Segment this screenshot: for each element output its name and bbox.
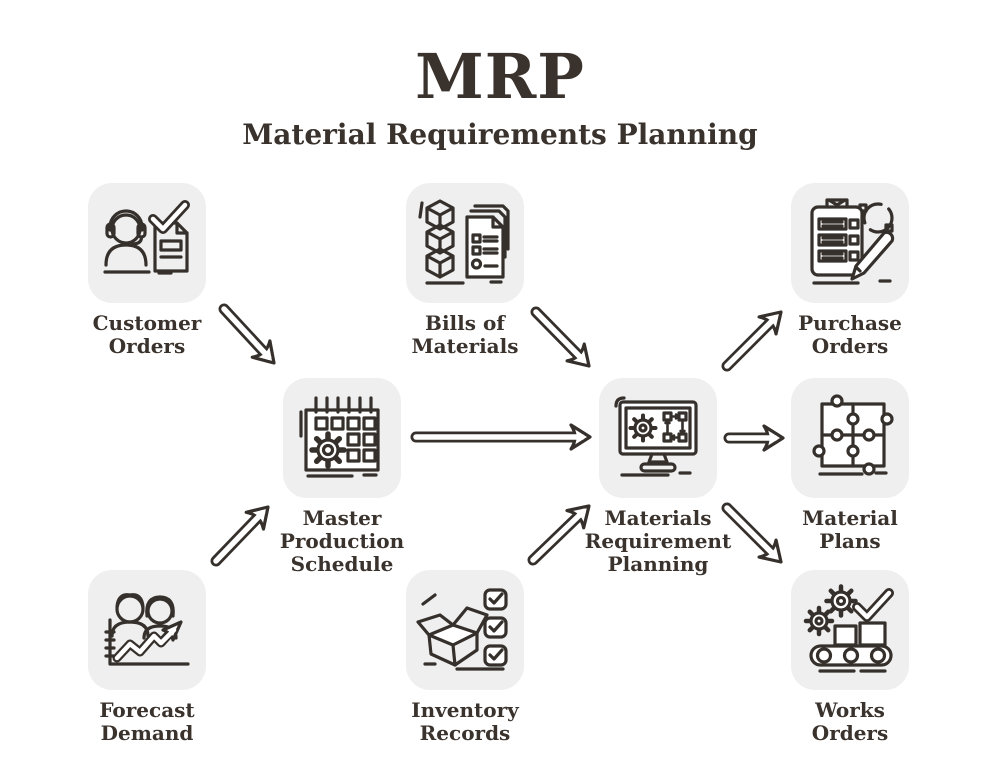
works-orders-box <box>791 570 909 690</box>
node-inventory-records: Inventory Records <box>375 570 555 745</box>
inventory-records-box <box>406 570 524 690</box>
node-materials-requirement-planning: Materials Requirement Planning <box>568 378 748 576</box>
node-bills-of-materials: Bills of Materials <box>375 183 555 358</box>
clipboard-pen-target-icon <box>810 198 895 285</box>
bills-of-materials-label: Bills of Materials <box>411 311 519 358</box>
open-box-checklist-icon <box>416 588 508 671</box>
customer-orders-box <box>88 183 206 303</box>
materials-requirement-planning-label: Materials Requirement Planning <box>584 506 732 576</box>
node-master-production-schedule: Master Production Schedule <box>252 378 432 576</box>
arrow-master-production-schedule-to-materials-requirement-planning <box>410 423 592 451</box>
inventory-records-label: Inventory Records <box>411 698 519 745</box>
master-production-schedule-label: Master Production Schedule <box>279 506 405 576</box>
page-subtitle: Material Requirements Planning <box>242 118 758 151</box>
node-forecast-demand: Forecast Demand <box>57 570 237 745</box>
purchase-orders-box <box>791 183 909 303</box>
master-production-schedule-box <box>283 378 401 498</box>
works-orders-label: Works Orders <box>811 698 889 745</box>
gears-conveyor-check-icon <box>803 584 894 673</box>
material-plans-box <box>791 378 909 498</box>
materials-requirement-planning-box <box>599 378 717 498</box>
page-title: MRP <box>415 40 585 113</box>
purchase-orders-label: Purchase Orders <box>798 311 902 358</box>
monitor-gear-flowchart-icon <box>614 396 698 477</box>
node-works-orders: Works Orders <box>760 570 940 745</box>
material-plans-label: Material Plans <box>802 506 898 553</box>
calendar-gear-icon <box>299 396 380 478</box>
people-growth-chart-icon <box>104 593 190 666</box>
forecast-demand-label: Forecast Demand <box>99 698 195 745</box>
stacked-cubes-documents-icon <box>418 199 510 285</box>
node-purchase-orders: Purchase Orders <box>760 183 940 358</box>
node-customer-orders: Customer Orders <box>57 183 237 358</box>
customer-orders-label: Customer Orders <box>92 311 202 358</box>
forecast-demand-box <box>88 570 206 690</box>
node-material-plans: Material Plans <box>760 378 940 553</box>
headset-agent-document-check-icon <box>103 200 190 275</box>
bills-of-materials-box <box>406 183 524 303</box>
puzzle-pieces-icon <box>812 394 894 476</box>
